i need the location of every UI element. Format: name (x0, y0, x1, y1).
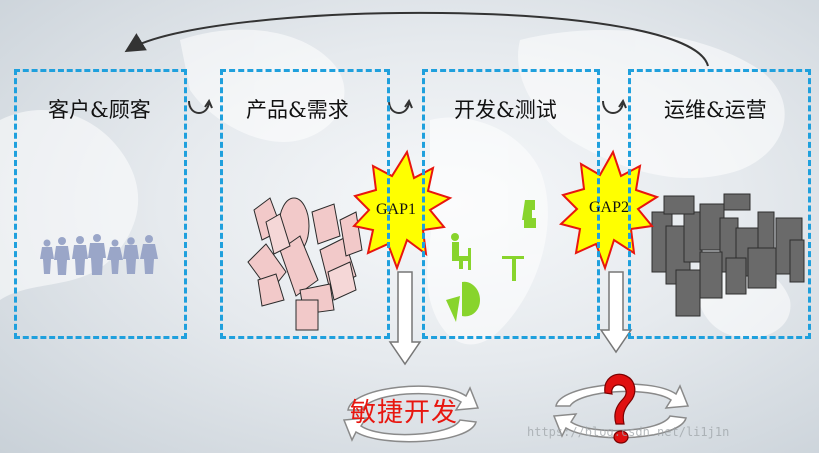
connector-icon-1 (188, 100, 210, 114)
stage-box-ops (628, 69, 811, 339)
connector-icon-3 (602, 100, 624, 114)
stage-label-dev-test: 开发&测试 (454, 98, 557, 122)
agile-development-label: 敏捷开发 (350, 398, 459, 428)
stage-box-dev-test (422, 69, 600, 339)
ops-servers-icon (651, 193, 805, 317)
gap1-burst-icon (352, 149, 453, 271)
gap-down-arrows (388, 271, 633, 366)
ops-cycle-icon (552, 383, 690, 439)
agile-cycle-icon (342, 385, 480, 443)
question-mark-icon (604, 373, 636, 444)
world-map-background (0, 29, 791, 345)
stage-connector-icons (188, 98, 627, 114)
stage-box-product (220, 69, 390, 339)
gap2-down-arrow (599, 271, 633, 354)
stage-box-customer (14, 69, 187, 339)
gap2-label: GAP2 (589, 199, 630, 216)
dev-test-figures-icon (446, 200, 536, 322)
stage-label-product: 产品&需求 (246, 98, 349, 122)
customer-people-icon (40, 234, 158, 275)
gap1-label: GAP1 (376, 201, 417, 218)
product-chaos-icon (247, 197, 363, 331)
stage-label-customer: 客户&顾客 (48, 98, 151, 122)
stage-label-ops: 运维&运营 (664, 98, 767, 122)
feedback-loop-arrow (124, 11, 709, 67)
gap2-burst-icon (558, 149, 660, 272)
watermark-url: https://blog.csdn.net/li1j1n (527, 425, 730, 439)
gap1-down-arrow (388, 271, 422, 366)
